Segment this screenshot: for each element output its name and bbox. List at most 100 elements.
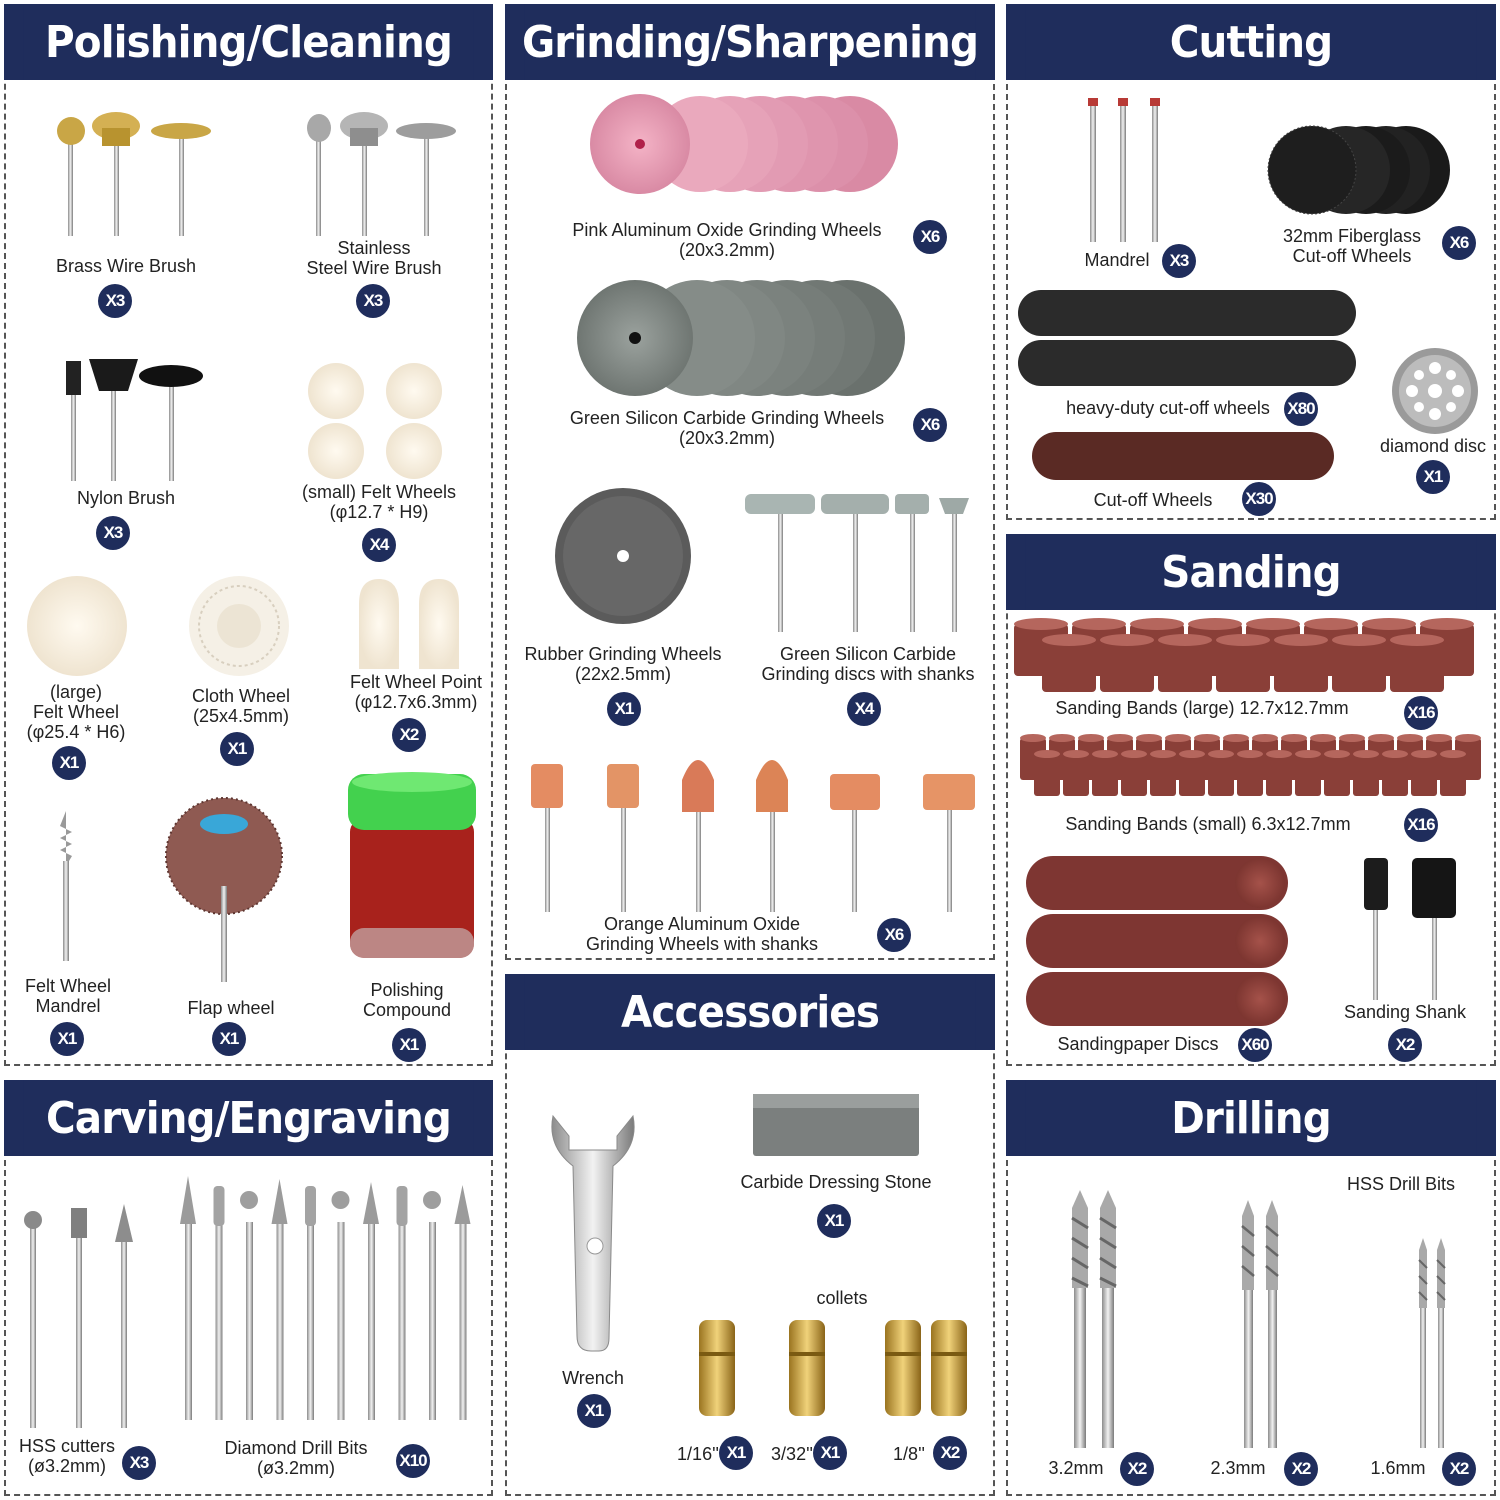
sanding-band-small <box>1266 750 1292 796</box>
pink-wheels-label: Pink Aluminum Oxide Grinding Wheels (20x… <box>572 220 882 260</box>
dressing-stone-label: Carbide Dressing Stone <box>740 1172 932 1192</box>
cutoff-qty: X30 <box>1242 482 1276 516</box>
heavy-duty-label: heavy-duty cut-off wheels <box>1066 398 1270 418</box>
collet-3-qty: X2 <box>933 1436 967 1470</box>
nylon-brush-qty: X3 <box>96 516 130 550</box>
felt-mandrel-label: Felt Wheel Mandrel <box>24 976 112 1016</box>
diamond-bits-qty: X10 <box>396 1444 430 1478</box>
diamond-bits-label: Diamond Drill Bits (ø3.2mm) <box>224 1438 368 1478</box>
green-wheels-qty: X6 <box>913 408 947 442</box>
felt-point-label: Felt Wheel Point (φ12.7x6.3mm) <box>349 672 483 712</box>
carving-title: Carving/Engraving <box>23 1080 474 1156</box>
collet-1-label: 1/16'' <box>677 1444 719 1464</box>
cutting-title: Cutting <box>1025 4 1477 80</box>
sanding-band-small <box>1324 750 1350 796</box>
collet-2-qty: X1 <box>813 1436 847 1470</box>
sanding-band-small <box>1353 750 1379 796</box>
diamond-disc-label: diamond disc <box>1379 436 1487 456</box>
cloth-wheel-qty: X1 <box>220 732 254 766</box>
diamond-drill-bit <box>180 1176 196 1420</box>
green-wheels-image <box>577 280 905 396</box>
sanding-shank-label: Sanding Shank <box>1343 1002 1467 1022</box>
green-shank-qty: X4 <box>847 692 881 726</box>
sanding-band-large <box>1390 634 1444 692</box>
drilling-title: Drilling <box>1025 1080 1477 1156</box>
sanding-band-large <box>1216 634 1270 692</box>
flap-wheel-image <box>165 797 283 982</box>
felt-mandrel-qty: X1 <box>50 1022 84 1056</box>
sanding-band-small <box>1063 750 1089 796</box>
sanding-band-small <box>1121 750 1147 796</box>
flap-wheel-label: Flap wheel <box>187 998 275 1018</box>
sanding-title: Sanding <box>1025 534 1477 610</box>
orange-wheels-image <box>531 760 975 912</box>
diamond-drill-bit <box>396 1186 408 1420</box>
cloth-wheel-label: Cloth Wheel (25x4.5mm) <box>191 686 291 726</box>
sanding-bands-small-image <box>1020 734 1481 796</box>
drill-bits-1mm-image <box>1418 1238 1446 1448</box>
brass-brush-qty: X3 <box>98 284 132 318</box>
steel-brush-label: Stainless Steel Wire Brush <box>306 238 442 278</box>
mandrel-qty: X3 <box>1162 244 1196 278</box>
wrench-label: Wrench <box>562 1368 624 1388</box>
heavy-duty-wheels-image <box>1018 290 1356 386</box>
heavy-duty-qty: X80 <box>1284 392 1318 426</box>
mandrel-label: Mandrel <box>1084 250 1150 270</box>
sanding-band-large <box>1332 634 1386 692</box>
collets-label: collets <box>816 1288 868 1308</box>
orange-wheels-label: Orange Aluminum Oxide Grinding Wheels wi… <box>585 914 819 954</box>
diamond-drill-bit <box>240 1191 258 1420</box>
sanding-band-small <box>1150 750 1176 796</box>
rubber-wheel-label: Rubber Grinding Wheels (22x2.5mm) <box>524 644 722 684</box>
mandrel-image <box>1088 98 1160 242</box>
sandpaper-discs-label: Sandingpaper Discs <box>1057 1034 1219 1054</box>
collet-2-label: 3/32'' <box>771 1444 813 1464</box>
sanding-band-small <box>1208 750 1234 796</box>
wrench-image <box>551 1114 635 1352</box>
sanding-band-small <box>1295 750 1321 796</box>
polishing-compound-label: Polishing Compound <box>362 980 452 1020</box>
grinding-title: Grinding/Sharpening <box>522 4 979 80</box>
felt-large-qty: X1 <box>52 746 86 780</box>
collet-3-label: 1/8'' <box>893 1444 925 1464</box>
sanding-band-small <box>1411 750 1437 796</box>
steel-brush-qty: X3 <box>356 284 390 318</box>
diamond-drill-bit <box>454 1185 471 1420</box>
cutoff-wheels-image <box>1032 432 1334 480</box>
sanding-small-label: Sanding Bands (small) 6.3x12.7mm <box>1065 814 1351 834</box>
sanding-band-small <box>1034 750 1060 796</box>
carving-panel: Carving/Engraving HSS cutters (ø3.2mm) X… <box>4 1080 493 1496</box>
collets-image <box>699 1320 967 1416</box>
polishing-panel: Polishing/Cleaning Brass Wire Brush X3 S… <box>4 4 493 1066</box>
hss-drill-bits-label: HSS Drill Bits <box>1346 1174 1455 1194</box>
rubber-wheel-qty: X1 <box>607 692 641 726</box>
sanding-small-qty: X16 <box>1404 808 1438 842</box>
sandpaper-discs-image <box>1026 856 1288 1026</box>
drill-bits-3mm-image <box>1071 1190 1117 1448</box>
brass-brush-image <box>57 112 211 236</box>
dressing-stone-image <box>753 1094 919 1156</box>
sandpaper-discs-qty: X60 <box>1238 1028 1272 1062</box>
sanding-band-small <box>1440 750 1466 796</box>
accessories-panel: Accessories Wrench X1 Carbide Dressing S… <box>505 974 995 1496</box>
diamond-drill-bit <box>213 1186 225 1420</box>
felt-large-image <box>27 576 127 676</box>
sanding-band-small <box>1382 750 1408 796</box>
green-shank-image <box>745 494 969 632</box>
cutting-panel: Cutting Mandrel X3 32mm Fiberglass Cut-o… <box>1006 4 1496 520</box>
grinding-panel: Grinding/Sharpening Pink Aluminum Oxide … <box>505 4 995 960</box>
drill-1mm-qty: X2 <box>1442 1452 1476 1486</box>
drill-2mm-qty: X2 <box>1284 1452 1318 1486</box>
brass-brush-label: Brass Wire Brush <box>55 256 197 276</box>
felt-large-label: (large) Felt Wheel (φ25.4 * H6) <box>26 682 126 742</box>
sanding-band-small <box>1237 750 1263 796</box>
cloth-wheel-image <box>189 576 289 676</box>
polishing-compound-qty: X1 <box>392 1028 426 1062</box>
felt-point-image <box>359 579 459 669</box>
sanding-band-large <box>1274 634 1328 692</box>
green-shank-label: Green Silicon Carbide Grinding discs wit… <box>761 644 975 684</box>
sanding-band-large <box>1158 634 1212 692</box>
orange-wheels-qty: X6 <box>877 918 911 952</box>
sanding-large-label: Sanding Bands (large) 12.7x12.7mm <box>1055 698 1349 718</box>
sanding-shank-qty: X2 <box>1388 1028 1422 1062</box>
